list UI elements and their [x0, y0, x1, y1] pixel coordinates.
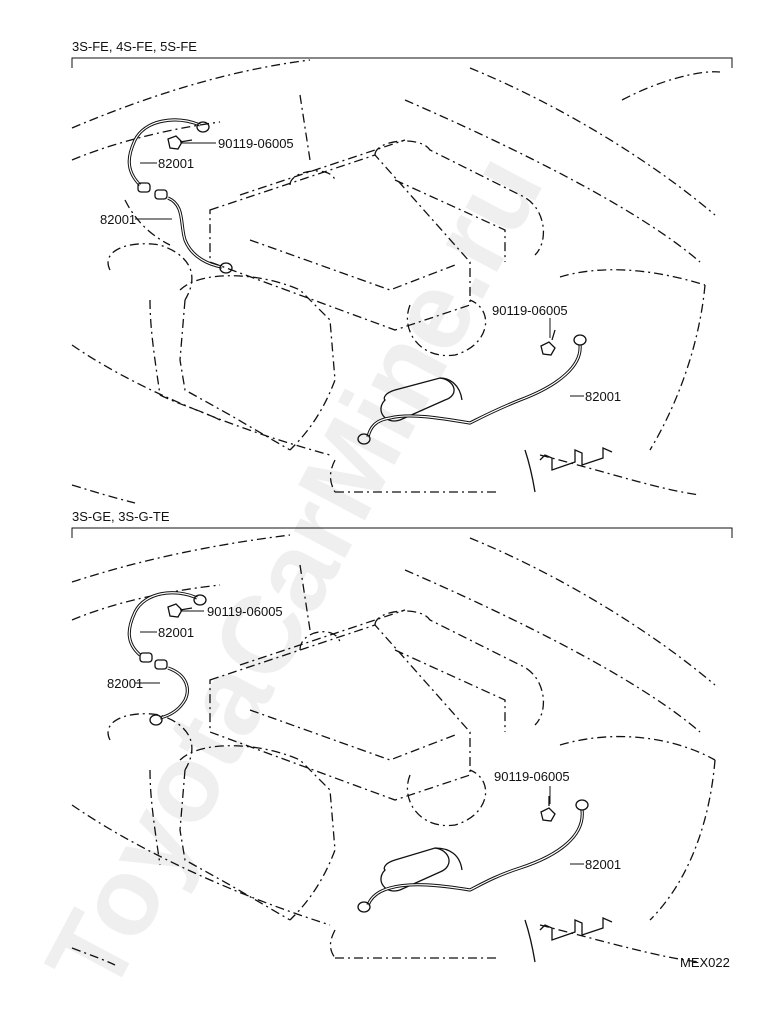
panel-1-upper-strap-82001	[127, 118, 210, 193]
label-strap-82001: 82001	[585, 389, 621, 404]
watermark: ToyotaCarMine.ru	[23, 135, 567, 1011]
label-bolt-90119-06005: 90119-06005	[218, 136, 294, 151]
label-strap-82001: 82001	[107, 676, 143, 691]
label-strap-82001: 82001	[158, 625, 194, 640]
panel-1-header: 3S-FE, 4S-FE, 5S-FE	[72, 39, 197, 54]
panel-2-bolt-right	[540, 796, 556, 822]
panel-2-header-bracket	[71, 527, 733, 538]
label-bolt-90119-06005: 90119-06005	[207, 604, 283, 619]
panel-1-header-bracket	[71, 57, 733, 68]
label-strap-82001: 82001	[585, 857, 621, 872]
panel-2-upper-strap-82001	[127, 591, 207, 663]
panel-1-lower-strap-82001	[154, 189, 233, 274]
label-bolt-90119-06005: 90119-06005	[492, 303, 568, 318]
diagram-code: MEX022	[680, 955, 730, 970]
panel-2-header: 3S-GE, 3S-G-TE	[72, 509, 170, 524]
panel-2-right-strap-82001	[357, 799, 589, 913]
panel-2-lower-strap-82001	[149, 659, 189, 726]
panel-2-engine-outline	[71, 534, 716, 966]
label-strap-82001: 82001	[158, 156, 194, 171]
label-strap-82001: 82001	[100, 212, 136, 227]
panel-1-engine-outline	[71, 59, 721, 504]
panel-1-bolt-right	[540, 329, 556, 356]
panel-1-right-strap-82001	[357, 334, 587, 445]
panel-1: 3S-FE, 4S-FE, 5S-FE	[71, 39, 733, 504]
label-bolt-90119-06005: 90119-06005	[494, 769, 570, 784]
panel-1-bolt-upper	[167, 135, 193, 150]
panel-2-bolt-upper	[167, 603, 193, 618]
panel-2: 3S-GE, 3S-G-TE	[71, 509, 733, 966]
